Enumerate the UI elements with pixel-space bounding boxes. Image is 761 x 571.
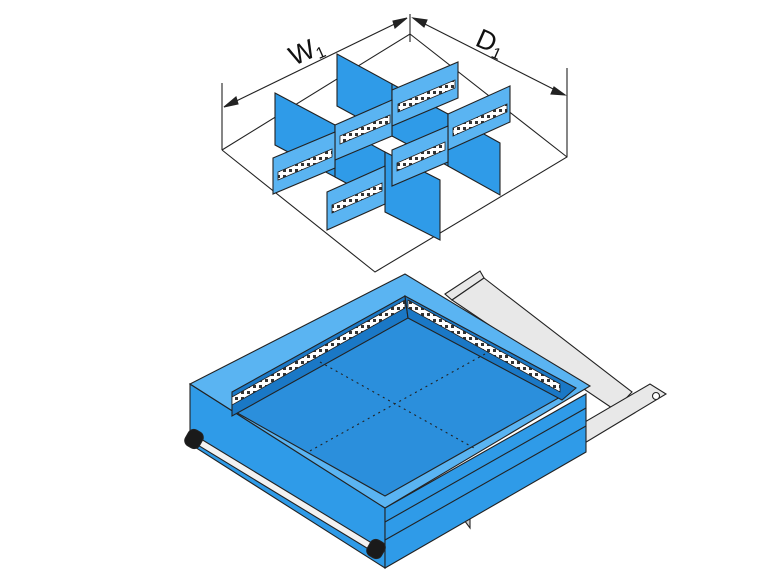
layout-outline bbox=[221, 68, 568, 273]
panel-groove bbox=[384, 407, 587, 523]
perforation-strip bbox=[396, 141, 446, 172]
handle-end-left bbox=[184, 428, 204, 450]
depth-arrow-right bbox=[550, 86, 567, 96]
perforation-strip bbox=[331, 182, 383, 214]
depth-dimension-line bbox=[412, 17, 566, 96]
width-arrow-right bbox=[392, 17, 408, 29]
drawer-assembly bbox=[184, 270, 668, 570]
handle-end-right bbox=[366, 538, 386, 560]
perforation-strip bbox=[339, 114, 391, 145]
perforation-strip bbox=[397, 79, 456, 113]
perforation-strip bbox=[277, 148, 333, 181]
perforation-rail-right bbox=[407, 299, 561, 393]
perforation-rail-left bbox=[231, 299, 406, 406]
width-arrow-left bbox=[223, 96, 239, 108]
width-dimension-line bbox=[223, 17, 408, 108]
divider-layout-view bbox=[221, 14, 568, 273]
depth-dimension-label: D1 bbox=[471, 23, 510, 64]
width-dimension-label: W1 bbox=[284, 30, 329, 73]
rail-screw bbox=[651, 391, 661, 401]
perforation-strip bbox=[452, 103, 508, 137]
depth-arrow-left bbox=[411, 17, 428, 28]
floor-grid-line bbox=[307, 353, 486, 453]
panel-groove bbox=[384, 425, 587, 541]
